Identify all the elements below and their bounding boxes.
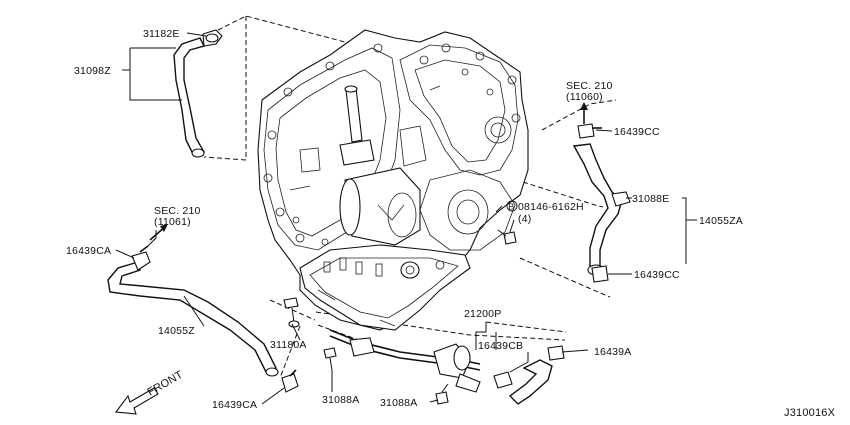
- label-21200P: 21200P: [464, 308, 501, 320]
- label-31088A-right: 31088A: [380, 397, 417, 409]
- clamp-16439CB: [493, 371, 513, 389]
- sec-210-11060-arrow: [580, 102, 588, 124]
- bolt-31088A-right: [435, 383, 449, 405]
- label-16439CB: 16439CB: [478, 340, 523, 352]
- clamp-16439A: [547, 345, 565, 361]
- label-31088E: 31088E: [632, 193, 669, 205]
- sec-ref-left-line1: SEC. 210: [154, 205, 201, 217]
- marker-b-icon: [506, 200, 518, 212]
- clamp-16439CA-upper: [131, 245, 151, 271]
- transaxle-housing: [257, 29, 529, 331]
- bolt-31088A-left: [323, 347, 337, 371]
- sec-210-11061-arrow: [149, 224, 168, 241]
- bolt-31180A: [283, 297, 300, 328]
- label-14055Z: 14055Z: [158, 325, 195, 337]
- label-14055ZA: 14055ZA: [699, 215, 743, 227]
- clamp-16439CC-bottom: [591, 265, 609, 283]
- clamp-16439CC-top: [577, 123, 602, 139]
- label-31098Z: 31098Z: [74, 65, 111, 77]
- hose-14055Z: [107, 261, 279, 377]
- diagram-id: J310016X: [784, 407, 836, 419]
- part-labels: 31182E 31098Z 16439CA 14055Z 31180A 3108…: [66, 28, 836, 419]
- clamp-31182E: [202, 29, 223, 47]
- marker-b: B: [509, 202, 515, 212]
- label-31182E: 31182E: [143, 28, 180, 40]
- connector-31088E: [611, 191, 631, 207]
- sec-ref-left-line2: (11061): [154, 216, 191, 228]
- front-arrow-icon: [114, 387, 159, 415]
- label-16439CA-left: 16439CA: [66, 245, 111, 257]
- hose-31098Z: [173, 37, 206, 158]
- thermostat-21200P: [433, 343, 481, 393]
- label-16439CC-bottom: 16439CC: [634, 269, 680, 281]
- label-16439CA-bottom: 16439CA: [212, 399, 257, 411]
- sec-ref-right-line2: (11060): [566, 91, 603, 103]
- sec-ref-right-line1: SEC. 210: [566, 80, 613, 92]
- label-16439A: 16439A: [594, 346, 631, 358]
- label-16439CC-top: 16439CC: [614, 126, 660, 138]
- label-31180A: 31180A: [270, 339, 307, 351]
- leader-lines: [115, 32, 697, 405]
- label-08146-6162H: 08146-6162H: [518, 201, 584, 213]
- label-31088A-left: 31088A: [322, 394, 359, 406]
- clamp-16439CA-lower: [281, 369, 299, 393]
- label-08146-qty: (4): [518, 213, 531, 225]
- bolt-08146: [497, 229, 517, 245]
- hose-right-lower: [508, 359, 553, 405]
- front-label: FRONT: [146, 369, 186, 399]
